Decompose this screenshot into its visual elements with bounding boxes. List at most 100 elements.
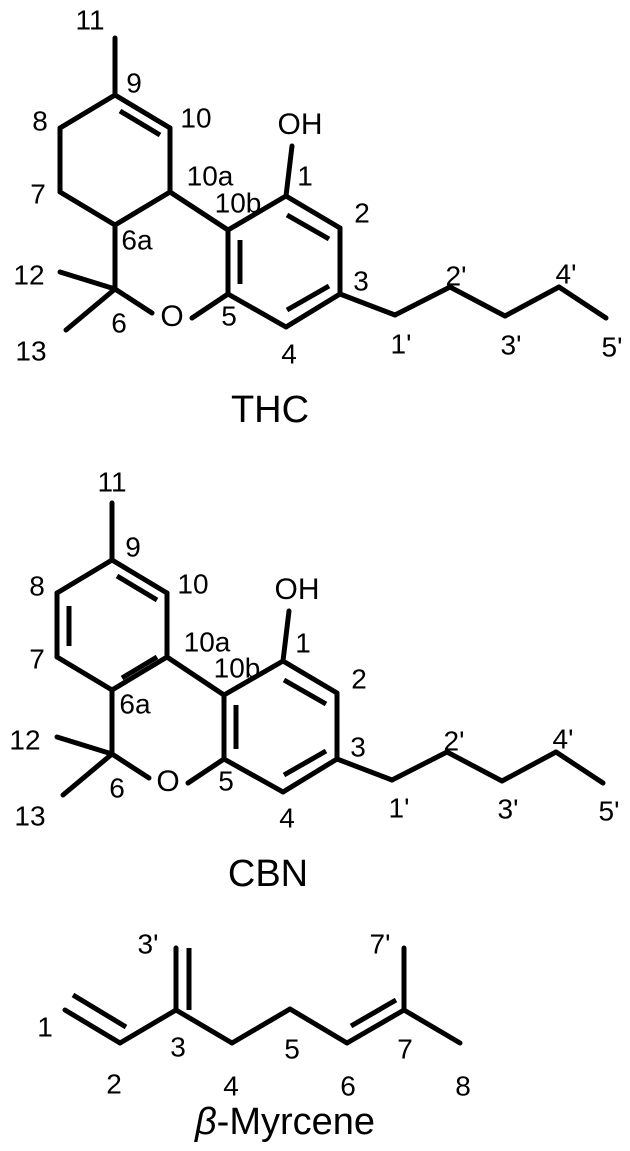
bond-c3prime-c4prime — [502, 284, 562, 319]
bond-c4-c5 — [225, 291, 289, 330]
myrcene-locant-7p: 7' — [370, 928, 391, 959]
cbn-pyran-ring — [109, 654, 227, 786]
cbn-label-o: O — [156, 765, 179, 798]
cbn-label-oh: OH — [275, 573, 320, 606]
cbn-bond-c3-c4 — [280, 756, 340, 795]
cbn-aromatic-c-ring — [221, 658, 340, 795]
cbn-bond-c4-c5 — [221, 756, 286, 795]
myrcene-bond-c6-c7-double-inner — [349, 997, 398, 1029]
cbn-locant-12: 12 — [9, 724, 40, 755]
cbn-bond-inner-c2 — [282, 677, 328, 707]
cbn-locant-4p: 4' — [553, 723, 574, 754]
cbn-bond-inner-a3 — [120, 654, 159, 681]
bond-c6-c13-methyl — [63, 286, 118, 333]
bond-c3-c1prime — [337, 291, 398, 318]
myrcene-bond-c6-c7 — [344, 1007, 407, 1046]
cbn-locant-1p: 1' — [389, 792, 410, 823]
thc-locant-2p: 2' — [446, 260, 467, 291]
myrcene-exocyclic-methylene — [173, 945, 192, 1013]
cbn-bond-c4prime-c5prime — [553, 749, 606, 786]
cbn-locant-10: 10 — [177, 568, 208, 599]
myrcene-locant-7: 7 — [397, 1033, 413, 1064]
myrcene-vinyl-c1-c2 — [62, 992, 128, 1046]
myrcene-locant-4: 4 — [223, 1070, 239, 1101]
cbn-bond-c6-o — [109, 751, 152, 781]
thc-locant-5: 5 — [221, 300, 237, 331]
bond-c10-c9 — [112, 92, 173, 131]
thc-locant-12: 12 — [13, 259, 44, 290]
thc-locant-8: 8 — [32, 105, 48, 136]
cbn-compound-name: CBN — [228, 853, 308, 895]
myrcene-compound-name: β-Myrcene — [194, 1101, 375, 1143]
cbn-bond-c1-c2 — [280, 658, 340, 696]
thc-locant-9: 9 — [126, 67, 142, 98]
myrcene-locant-5: 5 — [284, 1033, 300, 1064]
bond-c10b-c1 — [225, 193, 289, 233]
cbn-locant-3p: 3' — [498, 793, 519, 824]
thc-locant-10a: 10a — [187, 160, 234, 191]
cbn-bond-c6-c12-methyl — [54, 734, 115, 757]
cbn-locant-9: 9 — [125, 531, 141, 562]
structure-myrcene: 1 2 3 3' 4 5 6 7 7' 8 β-Myrcene — [37, 928, 471, 1143]
thc-locant-13: 13 — [15, 335, 46, 366]
thc-locant-5p: 5' — [602, 331, 623, 362]
structure-thc: OH O 11 9 8 7 10 10a 10b 6a 12 13 6 5 4 … — [13, 4, 623, 431]
bond-aromatic-inner-2 — [285, 212, 331, 242]
myrcene-locant-2: 2 — [106, 1068, 122, 1099]
cbn-bond-c6a-c10a — [109, 654, 170, 693]
thc-locant-4: 4 — [281, 338, 297, 369]
thc-locant-1p: 1' — [391, 328, 412, 359]
thc-pyran-ring — [112, 189, 231, 321]
thc-locant-3: 3 — [353, 265, 369, 296]
bond-c1-oh — [283, 143, 295, 199]
cbn-bond-c10b-c1 — [221, 658, 286, 698]
cbn-locant-2: 2 — [351, 663, 367, 694]
bond-c10b-c10a — [167, 189, 231, 233]
myrcene-bond-c7-c8-methyl — [401, 1007, 463, 1046]
bond-c9-c8 — [57, 92, 118, 131]
bond-c1prime-c2prime — [392, 284, 453, 318]
thc-label-oh: OH — [278, 108, 323, 141]
thc-cyclohexene-ring — [57, 92, 173, 228]
cbn-locant-1: 1 — [295, 627, 311, 658]
thc-benzene-ring — [225, 193, 343, 330]
myrcene-locant-1: 1 — [37, 1011, 53, 1042]
thc-locant-4p: 4' — [556, 258, 577, 289]
cbn-bond-c3prime-c4prime — [499, 749, 559, 784]
myrcene-name-beta: β — [194, 1101, 217, 1143]
thc-pentyl-chain — [337, 284, 609, 321]
cbn-bond-c7-c6a — [54, 654, 115, 693]
cbn-pentyl-chain — [334, 749, 606, 786]
cbn-bond-c10b-c10a — [164, 654, 227, 698]
cbn-bond-c9-c8 — [54, 557, 115, 596]
cbn-locant-5p: 5' — [599, 795, 620, 826]
myrcene-bond-c4-c5 — [229, 1006, 293, 1046]
myrcene-locant-6: 6 — [340, 1070, 356, 1101]
cbn-locant-10b: 10b — [214, 652, 261, 683]
cbn-locant-7: 7 — [29, 643, 45, 674]
cbn-locant-6a: 6a — [119, 688, 151, 719]
bond-c9-c10-double-inner — [118, 108, 162, 138]
myrcene-bond-c1-c2 — [62, 1007, 123, 1046]
bond-o-c5 — [189, 291, 231, 321]
cbn-bond-c6-c13-methyl — [60, 751, 115, 798]
cbn-locant-6: 6 — [109, 772, 125, 803]
cbn-locant-3: 3 — [350, 731, 366, 762]
myrcene-name-rest: -Myrcene — [217, 1101, 375, 1143]
myrcene-locant-8: 8 — [455, 1070, 471, 1101]
bond-aromatic-inner-3 — [285, 283, 331, 313]
bond-c6-c12-methyl — [57, 269, 118, 292]
cbn-locant-11: 11 — [97, 466, 126, 497]
bond-c4prime-c5prime — [556, 284, 609, 321]
structure-cbn: OH O 11 9 8 7 10 10a 10b 6a 12 13 6 5 4 … — [9, 466, 620, 895]
myrcene-bond-c3-c4 — [173, 1007, 235, 1046]
thc-locant-1: 1 — [297, 160, 313, 191]
bond-c7-c6a — [57, 189, 118, 228]
thc-locant-10b: 10b — [215, 187, 262, 218]
thc-locant-6a: 6a — [121, 224, 153, 255]
thc-label-o: O — [160, 300, 183, 333]
cbn-aromatic-a-ring — [54, 557, 170, 693]
myrcene-bond-c5-c6 — [287, 1006, 350, 1046]
bond-c6-o — [112, 286, 155, 316]
